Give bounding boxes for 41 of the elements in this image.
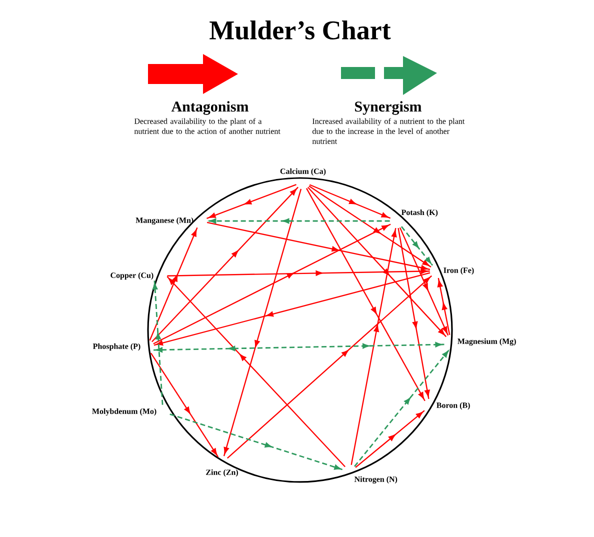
arrow [167,268,430,276]
arrow [152,186,298,342]
arrow [223,188,302,456]
arrow [399,227,449,336]
arrow [154,272,430,346]
nutrient-label: Copper (Cu) [110,272,154,280]
arrow [150,352,219,458]
nutrient-label: Nitrogen (N) [354,476,398,484]
arrow [308,185,432,268]
legend-label: Antagonism [171,101,248,115]
arrow [149,227,198,341]
arrow [306,188,426,402]
arrow [400,226,434,266]
nutrient-label: Boron (B) [436,402,470,410]
arrow [398,228,430,399]
arrow [207,218,390,224]
nutrient-label: Magnesium (Mg) [458,338,516,346]
arrow [166,276,346,468]
description: Decreased availability to the plant of a nutrient due to the action of another nutrient [134,118,280,134]
arrow [153,224,391,344]
arrow [354,348,450,467]
legend-label: Synergism [355,101,422,115]
description: Increased availability of a nutrient to the plant due to the increase in the level of another nutrient [312,118,465,144]
arrow [355,410,425,468]
arrow [307,186,447,338]
arrow [152,280,164,405]
arrow [437,278,450,336]
arrow [154,342,444,352]
title: Mulder’s Chart [210,20,391,40]
nutrient-label: Calcium (Ca) [280,168,326,176]
nutrient-label: Molybdenum (Mo) [92,408,156,416]
arrow [170,414,344,470]
arrow [206,222,430,270]
nutrient-label: Iron (Fe) [444,267,474,275]
arrow [350,228,397,466]
arrow [226,275,432,459]
arrow [206,184,296,219]
nutrient-label: Potash (K) [401,209,438,217]
nutrient-label: Zinc (Zn) [206,469,238,477]
arrow [309,184,391,219]
nutrient-label: Phosphate (P) [92,343,140,351]
